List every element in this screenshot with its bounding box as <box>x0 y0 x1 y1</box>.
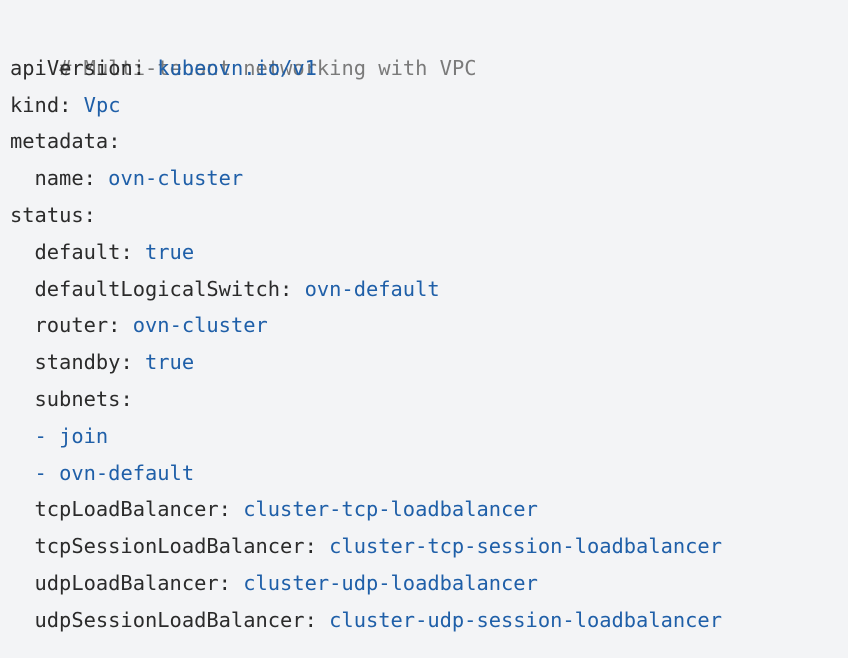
code-line-kind: kind: Vpc <box>10 87 848 124</box>
yaml-key: subnets <box>34 386 121 411</box>
yaml-list-item: ovn-default <box>59 460 195 485</box>
yaml-value: true <box>145 350 195 375</box>
code-line-metadata: metadata: <box>10 123 848 160</box>
code-line-tcp-session-load-balancer: tcpSessionLoadBalancer: cluster-tcp-sess… <box>10 528 848 565</box>
yaml-value: cluster-udp-session-loadbalancer <box>329 607 722 632</box>
code-line-udp-session-load-balancer: udpSessionLoadBalancer: cluster-udp-sess… <box>10 602 848 639</box>
yaml-colon: : <box>120 239 133 264</box>
yaml-value: cluster-udp-loadbalancer <box>243 570 538 595</box>
code-line-subnet-item: - join <box>10 418 848 455</box>
yaml-value: ovn-default <box>304 276 440 301</box>
yaml-colon: : <box>304 607 317 632</box>
yaml-colon: : <box>218 570 231 595</box>
yaml-key: metadata <box>10 129 109 154</box>
yaml-dash: - <box>34 460 47 485</box>
yaml-value: cluster-tcp-loadbalancer <box>243 497 538 522</box>
yaml-colon: : <box>132 55 146 80</box>
yaml-value: ovn-cluster <box>108 166 244 191</box>
yaml-value: ovn-cluster <box>132 313 268 338</box>
yaml-colon: : <box>218 497 231 522</box>
yaml-key: tcpSessionLoadBalancer <box>34 534 305 559</box>
comment-text: # Multi-tenant networking with VPC <box>59 55 477 80</box>
code-line-apiversion: apiVersion: kubeovn.io/v1 <box>10 50 848 87</box>
yaml-value: kubeovn.io/v1 <box>157 55 317 80</box>
code-line-standby: standby: true <box>10 344 848 381</box>
code-line-default: default: true <box>10 234 848 271</box>
yaml-colon: : <box>120 350 133 375</box>
code-line-status: status: <box>10 197 848 234</box>
code-line-subnets: subnets: <box>10 381 848 418</box>
yaml-key: udpLoadBalancer <box>34 570 219 595</box>
code-line-router: router: ovn-cluster <box>10 307 848 344</box>
yaml-colon: : <box>280 276 293 301</box>
yaml-dash: - <box>34 423 47 448</box>
yaml-key: name <box>34 166 84 191</box>
code-line-subnet-item: - ovn-default <box>10 455 848 492</box>
yaml-key: kind <box>10 92 60 117</box>
yaml-colon: : <box>304 534 317 559</box>
code-line-udp-load-balancer: udpLoadBalancer: cluster-udp-loadbalance… <box>10 565 848 602</box>
yaml-colon: : <box>59 92 72 117</box>
code-line-name: name: ovn-cluster <box>10 160 848 197</box>
yaml-key: router <box>34 313 109 338</box>
yaml-key: default <box>34 239 121 264</box>
yaml-key: apiVersion <box>10 55 133 80</box>
yaml-key: status <box>10 202 84 227</box>
code-line-comment: # Multi-tenant networking with VPC <box>10 13 848 80</box>
yaml-value: true <box>145 239 195 264</box>
yaml-colon: : <box>108 129 121 154</box>
yaml-list-item: join <box>59 423 109 448</box>
yaml-key: tcpLoadBalancer <box>34 497 219 522</box>
yaml-key: udpSessionLoadBalancer <box>34 607 305 632</box>
yaml-value: Vpc <box>83 92 121 117</box>
yaml-colon: : <box>83 202 96 227</box>
yaml-key: defaultLogicalSwitch <box>34 276 281 301</box>
code-line-tcp-load-balancer: tcpLoadBalancer: cluster-tcp-loadbalance… <box>10 491 848 528</box>
yaml-colon: : <box>83 166 96 191</box>
yaml-colon: : <box>108 313 121 338</box>
yaml-value: cluster-tcp-session-loadbalancer <box>329 534 722 559</box>
yaml-key: standby <box>34 350 121 375</box>
yaml-colon: : <box>120 386 133 411</box>
code-line-default-logical-switch: defaultLogicalSwitch: ovn-default <box>10 271 848 308</box>
